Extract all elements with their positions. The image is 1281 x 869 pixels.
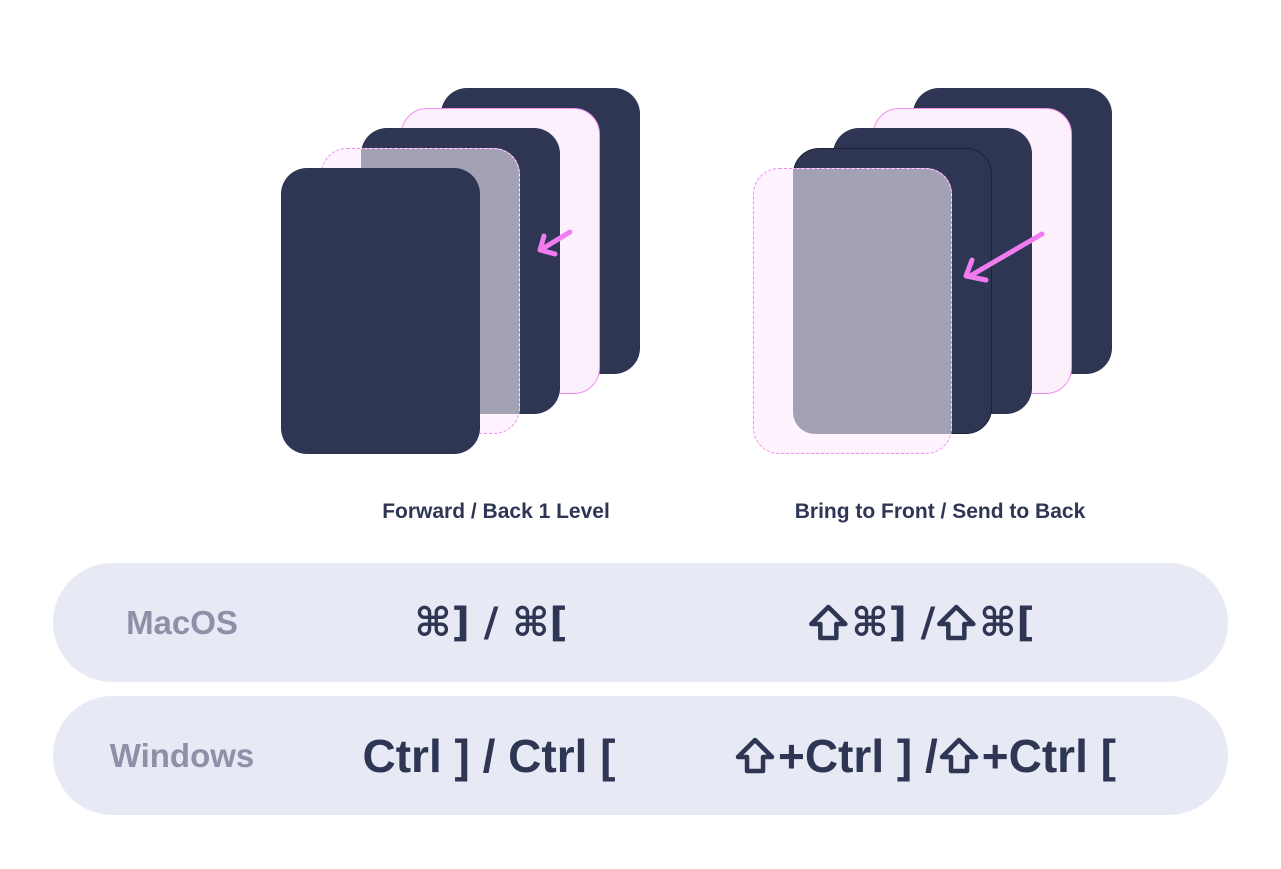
windows-front-back-shortcut: +Ctrl ] / +Ctrl [ xyxy=(734,696,1116,815)
windows-forward-back-shortcut: Ctrl ] / Ctrl [ xyxy=(362,729,616,782)
os-label-windows: Windows xyxy=(109,736,255,774)
shift-key-icon xyxy=(939,737,979,773)
left-stack-caption: Forward / Back 1 Level xyxy=(382,500,610,523)
layer-card-front xyxy=(281,168,480,454)
windows-bring-front-keys: +Ctrl ] / xyxy=(778,729,938,782)
windows-shortcut-row: Windows Ctrl ] / Ctrl [ +Ctrl ] / +Ctrl … xyxy=(53,696,1228,815)
windows-send-back-keys: +Ctrl [ xyxy=(981,729,1116,782)
macos-shortcut-row: MacOS ⌘] / ⌘[ ⌘] / ⌘[ xyxy=(53,563,1228,682)
macos-forward-back-shortcut: ⌘] / ⌘[ xyxy=(414,599,568,646)
right-stack-caption: Bring to Front / Send to Back xyxy=(794,500,1086,523)
shift-key-icon xyxy=(937,604,976,640)
shift-key-icon xyxy=(809,604,848,640)
layer-overlap-overlay xyxy=(793,169,951,434)
arrow-down-left-icon xyxy=(537,229,573,257)
macos-front-back-shortcut: ⌘] / ⌘[ xyxy=(807,563,1035,682)
arrow-down-left-icon xyxy=(963,231,1045,283)
macos-send-back-keys: ⌘[ xyxy=(979,599,1035,646)
shift-key-icon xyxy=(735,737,775,773)
os-label-macos: MacOS xyxy=(126,603,238,641)
macos-bring-front-keys: ⌘] / xyxy=(851,599,936,646)
